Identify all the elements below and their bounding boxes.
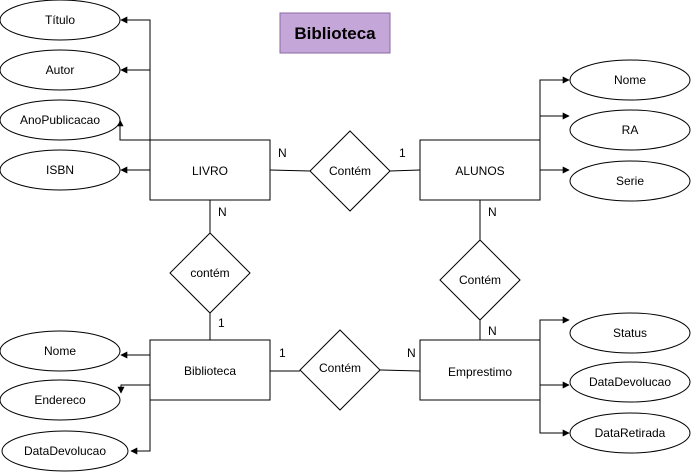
- attribute-ellipse: [0, 0, 121, 41]
- cardinality-labels: N 1 N 1 N N 1 N: [218, 146, 497, 360]
- attribute-label: Autor: [46, 63, 75, 77]
- attribute-label: AnoPublicacao: [20, 113, 100, 127]
- entity-biblioteca-label: Biblioteca: [184, 364, 236, 378]
- attribute-lines: [116, 16, 570, 455]
- attribute-label: Nome: [44, 344, 76, 358]
- attribute-ellipse: [569, 312, 691, 354]
- attribute-biblioteca-endereco[interactable]: Endereco: [0, 379, 121, 421]
- attribute-ellipse: [569, 412, 691, 454]
- title-label: Biblioteca: [294, 24, 376, 43]
- relationship-livro-alunos[interactable]: Contém: [309, 130, 391, 212]
- attribute-label: Serie: [616, 174, 644, 188]
- relationship-biblioteca-emprestimo-diamond: [299, 329, 381, 411]
- line-contem4-emprestimo: [379, 369, 421, 372]
- attribute-ellipse: [0, 49, 121, 91]
- attribute-livro-anopublicacao[interactable]: AnoPublicacao: [0, 99, 121, 141]
- entity-alunos-box: [419, 139, 541, 201]
- diagram-title[interactable]: Biblioteca: [279, 12, 391, 54]
- relationship-alunos-emprestimo-diamond: [439, 239, 521, 321]
- attribute-label: Título: [45, 13, 75, 27]
- relationship-livro-alunos-label: Contém: [329, 164, 371, 178]
- attribute-ellipse: [569, 109, 691, 151]
- entity-alunos[interactable]: ALUNOS: [419, 139, 541, 201]
- entity-alunos-label: ALUNOS: [455, 164, 504, 178]
- line-alunos-nome: [539, 76, 570, 140]
- line-contem-alunos: [389, 169, 421, 172]
- entity-emprestimo[interactable]: Emprestimo: [419, 339, 541, 401]
- attribute-alunos-ra[interactable]: RA: [569, 109, 691, 151]
- line-livro-contem: [269, 169, 311, 172]
- line-livro-ano: [116, 119, 150, 141]
- cardinality-livro-biblioteca: N: [218, 205, 227, 219]
- line-alunos-ra: [539, 112, 570, 140]
- line-emprestimo-status: [539, 316, 570, 370]
- attribute-alunos-nome[interactable]: Nome: [569, 59, 691, 101]
- cardinality-livro-alunos: N: [278, 146, 287, 160]
- relationship-livro-biblioteca-label: contém: [190, 266, 229, 280]
- attribute-biblioteca-nome[interactable]: Nome: [0, 330, 121, 372]
- attribute-emprestimo-datadevolucao[interactable]: DataDevolucao: [569, 361, 691, 403]
- title-box: [279, 12, 391, 54]
- cardinality-biblioteca-livro: 1: [218, 316, 225, 330]
- attribute-ellipse: [569, 160, 691, 202]
- attribute-label: DataDevolucao: [589, 375, 671, 389]
- cardinality-biblioteca-emprestimo: 1: [279, 346, 286, 360]
- attribute-emprestimo-dataretirada[interactable]: DataRetirada: [569, 412, 691, 454]
- relationship-alunos-emprestimo-label: Contém: [459, 273, 501, 287]
- line-emprestimo-dataretirada: [539, 400, 570, 437]
- attribute-label: RA: [622, 123, 639, 137]
- line-livro-autor: [120, 66, 151, 140]
- attribute-label: DataRetirada: [595, 426, 666, 440]
- cardinality-alunos-livro: 1: [399, 146, 406, 160]
- relationship-biblioteca-emprestimo[interactable]: Contém: [299, 329, 381, 411]
- entity-livro-label: LIVRO: [192, 164, 228, 178]
- entity-livro[interactable]: LIVRO: [149, 139, 271, 201]
- line-biblioteca-datadevolucao: [130, 400, 151, 455]
- attribute-label: DataDevolucao: [24, 444, 106, 458]
- relationship-livro-biblioteca[interactable]: contém: [169, 232, 251, 314]
- relationship-lines: [209, 169, 481, 372]
- attribute-ellipse: [1, 430, 129, 472]
- attribute-livro-titulo[interactable]: Título: [0, 0, 121, 41]
- relationship-biblioteca-emprestimo-label: Contém: [319, 361, 361, 375]
- attribute-label: Nome: [614, 73, 646, 87]
- relationship-livro-alunos-diamond: [309, 130, 391, 212]
- attribute-label: ISBN: [46, 163, 74, 177]
- attribute-ellipse: [569, 361, 691, 403]
- cardinality-emprestimo-biblioteca: N: [407, 346, 416, 360]
- attribute-ellipse: [569, 59, 691, 101]
- attribute-livro-isbn[interactable]: ISBN: [0, 149, 121, 191]
- attribute-ellipse: [0, 149, 121, 191]
- entity-biblioteca[interactable]: Biblioteca: [149, 339, 271, 401]
- entity-emprestimo-label: Emprestimo: [448, 365, 512, 379]
- cardinality-alunos-emprestimo: N: [488, 205, 497, 219]
- entity-emprestimo-box: [419, 339, 541, 401]
- attribute-biblioteca-datadevolucao[interactable]: DataDevolucao: [1, 430, 129, 472]
- relationship-livro-biblioteca-diamond: [169, 232, 251, 314]
- attribute-ellipse: [0, 379, 121, 421]
- line-biblioteca-endereco: [117, 384, 150, 394]
- attribute-livro-autor[interactable]: Autor: [0, 49, 121, 91]
- attribute-label: Endereco: [34, 393, 86, 407]
- cardinality-emprestimo-alunos: N: [488, 324, 497, 338]
- entity-biblioteca-box: [149, 339, 271, 401]
- attribute-alunos-serie[interactable]: Serie: [569, 160, 691, 202]
- attribute-ellipse: [0, 99, 121, 141]
- attribute-label: Status: [613, 326, 647, 340]
- attribute-emprestimo-status[interactable]: Status: [569, 312, 691, 354]
- attribute-ellipse: [0, 330, 121, 372]
- entity-livro-box: [149, 139, 271, 201]
- relationship-alunos-emprestimo[interactable]: Contém: [439, 239, 521, 321]
- line-livro-titulo: [120, 16, 151, 140]
